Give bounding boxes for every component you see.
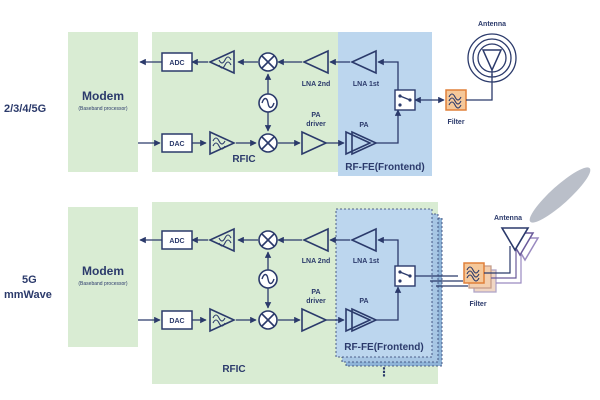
top-rx-mixer-icon	[258, 52, 278, 72]
top-modem-box	[68, 32, 138, 172]
bottom-rx-wire-switch-lna1	[377, 236, 399, 272]
top-tx-wire-pa-switch	[374, 109, 402, 144]
top-rx-wire-switch-lna1	[377, 58, 399, 96]
top-rffe-label: RF-FE(Frontend)	[345, 162, 424, 173]
bottom-wire-filter-antenna-3	[496, 254, 522, 284]
bottom-modem-subtitle: (Baseband processor)	[78, 281, 128, 287]
bottom-rffe-label: RF-FE(Frontend)	[344, 342, 423, 353]
bottom-rffe-box	[335, 208, 433, 358]
bottom-ellipsis: ⋮	[378, 365, 390, 379]
bottom-row: 5G mmWave Modem (Baseband processor) RFI…	[4, 167, 591, 384]
bottom-pa-driver-label-1: PA	[311, 289, 320, 296]
top-pa-driver-label-1: PA	[311, 112, 320, 119]
bottom-row-label-2: mmWave	[4, 289, 52, 301]
top-adc-label: ADC	[169, 60, 184, 67]
bottom-modem-box	[68, 207, 138, 347]
bottom-tx-mixer-icon	[258, 310, 278, 330]
bottom-bandpass-filter-icon	[463, 262, 485, 284]
top-tx-mixer-icon	[258, 133, 278, 153]
bottom-switch-icon	[394, 265, 416, 287]
bottom-lna1-label: LNA 1st	[353, 258, 380, 265]
top-adc-block	[161, 52, 193, 72]
top-bandpass-filter-icon	[445, 89, 467, 111]
bottom-dac-label: DAC	[169, 318, 184, 325]
bottom-filter-label: Filter	[469, 301, 486, 308]
top-antenna-icon	[467, 33, 517, 83]
bottom-rfic-label: RFIC	[222, 364, 245, 375]
top-switch-icon	[394, 89, 416, 111]
bottom-antenna-label: Antenna	[494, 215, 522, 222]
top-dac-label: DAC	[169, 141, 184, 148]
top-antenna-label: Antenna	[478, 21, 506, 28]
top-lna1-label: LNA 1st	[353, 81, 380, 88]
top-pa-driver-label-2: driver	[306, 121, 326, 128]
bottom-row-label-1: 5G	[22, 274, 37, 286]
bottom-filter-stack	[463, 262, 497, 293]
bottom-tx-wire-pa-switch	[374, 286, 402, 321]
top-dac-block	[161, 133, 193, 153]
top-wire-filter-antenna	[466, 74, 493, 101]
top-rffe-box	[338, 32, 432, 176]
bottom-pa-driver-label-2: driver	[306, 298, 326, 305]
top-modem-title: Modem	[82, 89, 124, 103]
bottom-adc-block	[161, 230, 193, 250]
top-pa-label: PA	[359, 122, 368, 129]
bottom-beam-icon	[529, 167, 591, 223]
bottom-modem-title: Modem	[82, 264, 124, 278]
top-lna2-label: LNA 2nd	[302, 81, 331, 88]
top-modem-subtitle: (Baseband processor)	[78, 106, 128, 112]
top-oscillator-icon	[258, 93, 278, 113]
top-rfic-label: RFIC	[232, 154, 255, 165]
bottom-lna2-label: LNA 2nd	[302, 258, 331, 265]
top-row: 2/3/4/5G Modem (Baseband processor) RFIC…	[4, 21, 517, 176]
bottom-wire-filter-antenna-2	[491, 250, 517, 279]
bottom-oscillator-icon	[258, 269, 278, 289]
bottom-dac-block	[161, 310, 193, 330]
bottom-rx-mixer-icon	[258, 230, 278, 250]
bottom-adc-label: ADC	[169, 238, 184, 245]
bottom-wire-filter-antenna-1	[484, 246, 511, 274]
bottom-antenna-array-icon	[500, 227, 540, 262]
bottom-pa-label: PA	[359, 298, 368, 305]
top-row-label: 2/3/4/5G	[4, 103, 46, 115]
top-filter-label: Filter	[447, 119, 464, 126]
